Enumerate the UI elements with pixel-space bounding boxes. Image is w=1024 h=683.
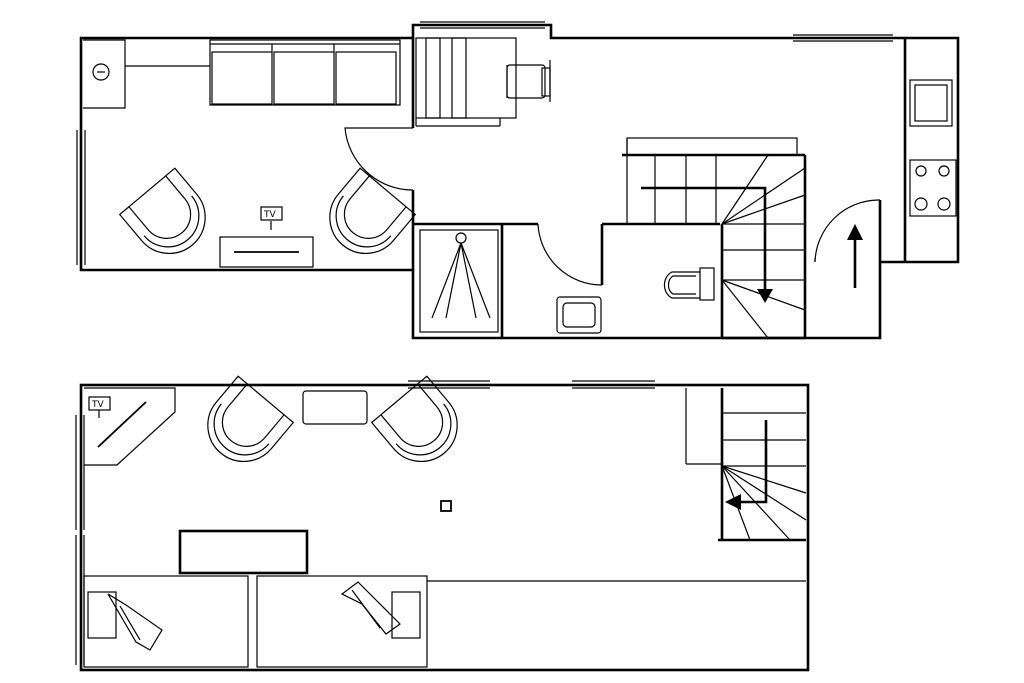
- entrance-door: [814, 199, 880, 288]
- upper-interior-walls: [411, 38, 907, 338]
- bed-right: [256, 575, 428, 668]
- lower-floor-plan: TV: [75, 375, 810, 672]
- desk-chair: [506, 60, 551, 102]
- column-post: [440, 500, 452, 512]
- armchair-lower-left: [207, 375, 295, 462]
- lower-staircase: [685, 388, 807, 542]
- armchair-right: [329, 167, 417, 254]
- kitchen-counter: [909, 79, 957, 217]
- tv-label-lower: TV: [91, 400, 104, 410]
- toilet: [663, 267, 715, 301]
- upper-windows: [76, 21, 893, 265]
- coffee-table: [302, 390, 368, 425]
- desk: [415, 37, 517, 127]
- corner-cabinet: [83, 39, 210, 109]
- armchair-lower-right: [370, 375, 458, 462]
- bed-left: [83, 575, 249, 668]
- upper-staircase: [626, 137, 807, 340]
- bathroom-door-swing: [537, 223, 603, 286]
- tv-unit-upper: TV: [219, 206, 314, 268]
- bathroom-sink: [556, 296, 602, 334]
- upper-floor-plan: TV: [76, 21, 960, 340]
- lower-outer-wall: [79, 383, 810, 672]
- shower: [419, 229, 499, 333]
- bench: [178, 529, 309, 575]
- upper-outer-wall: [79, 23, 960, 340]
- living-door-swing: [344, 127, 414, 191]
- armchair-left: [118, 167, 206, 254]
- corner-tv-cabinet: TV: [84, 387, 176, 466]
- sofa: [209, 39, 401, 106]
- tv-label-upper: TV: [263, 210, 276, 220]
